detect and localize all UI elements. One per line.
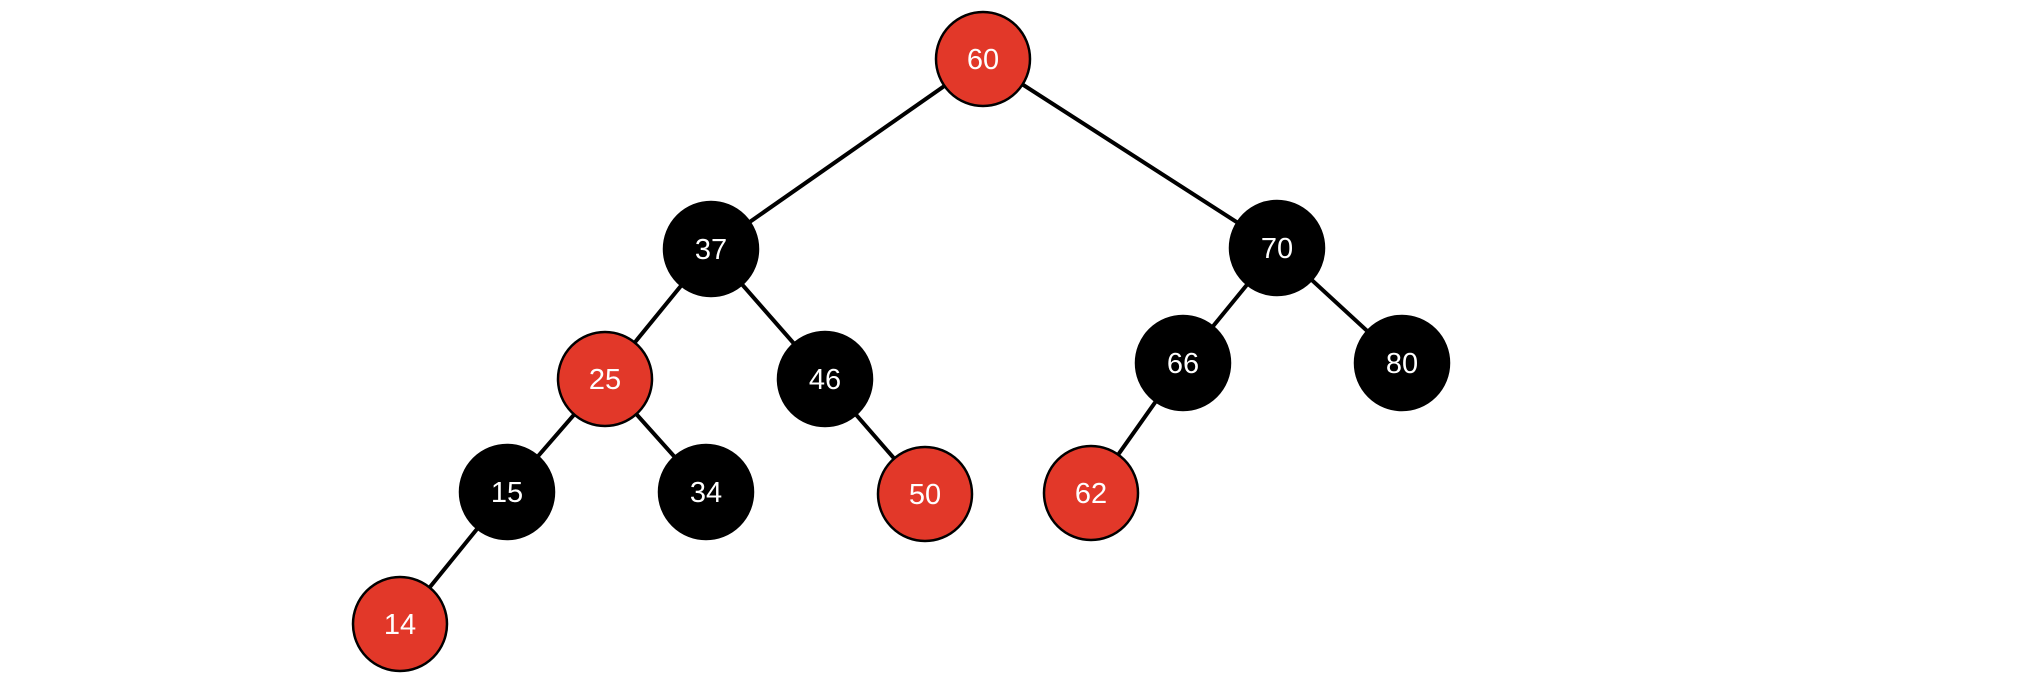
black-node-circle: [1134, 314, 1232, 412]
red-node-circle: [1042, 444, 1140, 542]
red-node-circle: [876, 445, 974, 543]
black-node-circle: [776, 330, 874, 428]
tree-node-25: 25: [556, 330, 654, 428]
tree-node-80: 80: [1353, 314, 1451, 412]
tree-edge-60-70: [981, 57, 1279, 250]
tree-node-66: 66: [1134, 314, 1232, 412]
tree-node-14: 14: [351, 575, 449, 673]
black-node-circle: [458, 443, 556, 541]
tree-edge-60-37: [709, 57, 985, 251]
black-node-circle: [662, 200, 760, 298]
tree-node-34: 34: [657, 443, 755, 541]
tree-node-15: 15: [458, 443, 556, 541]
tree-node-46: 46: [776, 330, 874, 428]
black-node-circle: [657, 443, 755, 541]
red-node-circle: [934, 10, 1032, 108]
red-node-circle: [556, 330, 654, 428]
black-node-circle: [1353, 314, 1451, 412]
tree-nodes-layer: 60 37 70 25 46 66 80 15 34 50 62 14: [351, 10, 1451, 673]
black-node-circle: [1228, 199, 1326, 297]
tree-node-60: 60: [934, 10, 1032, 108]
tree-node-50: 50: [876, 445, 974, 543]
tree-node-62: 62: [1042, 444, 1140, 542]
red-node-circle: [351, 575, 449, 673]
tree-edges-layer: [398, 57, 1404, 626]
tree-node-70: 70: [1228, 199, 1326, 297]
tree-node-37: 37: [662, 200, 760, 298]
